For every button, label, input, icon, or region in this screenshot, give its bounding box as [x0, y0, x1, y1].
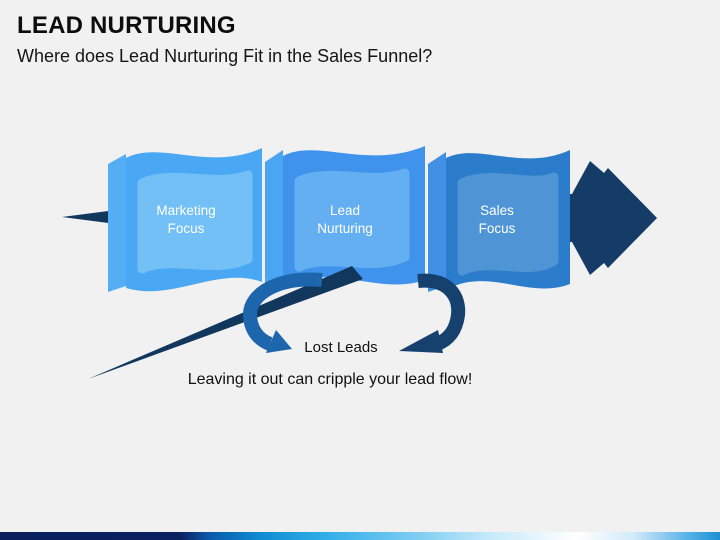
stage-banner-sales-focus — [428, 150, 570, 292]
slide-subtitle: Where does Lead Nurturing Fit in the Sal… — [17, 46, 433, 66]
stage-label-sales-focus: Sales Focus — [478, 203, 516, 236]
stage-3-fold — [428, 152, 446, 292]
lost-leads-label: Lost Leads — [304, 339, 378, 356]
flow-arrow-head — [540, 161, 657, 275]
stage-3-panel — [457, 172, 559, 276]
stage-2-fold — [265, 150, 283, 290]
leak-arrow-right-head — [399, 330, 443, 353]
stage-1-panel — [137, 170, 253, 274]
leak-arrow-right — [399, 273, 466, 353]
stage-banner-marketing-focus — [108, 148, 262, 292]
stage-label-lead-nurturing: Lead Nurturing — [317, 203, 373, 236]
caption-text: Leaving it out can cripple your lead flo… — [187, 371, 473, 388]
flow-arrow-tail — [62, 210, 116, 224]
page-title: LEAD NURTURING — [17, 12, 236, 39]
leak-arrow-left-curve — [242, 272, 323, 351]
leak-arrow-right-curve — [417, 273, 466, 351]
leak-spike — [88, 266, 363, 379]
stage-banner-lead-nurturing — [265, 146, 425, 290]
stage-label-marketing-focus: Marketing Focus — [156, 203, 216, 236]
stage-1-fold — [108, 154, 126, 292]
leak-arrow-left — [242, 272, 323, 353]
leak-arrow-left-head — [266, 330, 292, 353]
stage-2-panel — [294, 168, 410, 272]
footer-gradient-bar — [0, 532, 720, 540]
